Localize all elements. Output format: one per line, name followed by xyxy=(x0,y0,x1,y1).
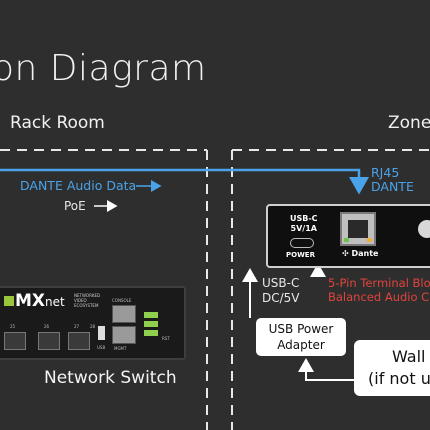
wall-power-arrow xyxy=(298,358,356,381)
console-label: CONSOLE xyxy=(112,298,132,303)
terminal-line1: 5-Pin Terminal Blo xyxy=(328,276,430,290)
usbc-side-label: USB-C DC/5V xyxy=(262,276,300,306)
wall-line1: Wall xyxy=(392,347,426,366)
port-number: 25 xyxy=(10,324,16,329)
console-port-icon xyxy=(112,305,136,323)
section-zone: Zone xyxy=(388,113,430,133)
network-switch: MXnet NETWORKED VIDEO ECOSYSTEM 25 26 27… xyxy=(0,286,186,360)
mgmt-port-icon xyxy=(112,326,136,344)
usb-power-line2: Adapter xyxy=(277,338,325,352)
terminal-label: 5-Pin Terminal Blo Balanced Audio C xyxy=(328,276,430,304)
dc-side-text: DC/5V xyxy=(262,291,300,305)
dante-connection-line xyxy=(0,168,369,195)
usbc-side-text: USB-C xyxy=(262,276,300,290)
tagline-1: NETWORKED xyxy=(74,293,101,298)
brand-main: MX xyxy=(15,291,46,311)
sfp-port-icon xyxy=(38,332,60,350)
rj45-text: RJ45 xyxy=(371,165,400,180)
usbc-spec-text: 5V/1A xyxy=(290,224,317,233)
brand-logo-icon xyxy=(4,296,14,306)
brand-tagline: NETWORKED VIDEO ECOSYSTEM xyxy=(74,293,100,308)
poe-label: PoE xyxy=(64,199,86,213)
port-number: 27 xyxy=(74,324,80,329)
wall-outlet-box: Wall (if not u xyxy=(354,340,430,396)
rj45-port-icon xyxy=(340,212,376,246)
mgmt-label: MGMT xyxy=(114,346,127,351)
power-label: POWER xyxy=(286,251,315,259)
usb-power-line1: USB Power xyxy=(268,322,334,336)
brand-name: MXnet xyxy=(15,291,65,311)
dante-device: USB-C 5V/1A POWER ✣ Dante xyxy=(266,204,430,268)
usbc-port-label: USB-C 5V/1A xyxy=(290,214,318,234)
port-number: 28 xyxy=(90,324,96,329)
rj45-dante-label: RJ45 DANTE xyxy=(371,166,414,194)
wall-line2: (if not u xyxy=(368,369,430,388)
status-led xyxy=(144,321,158,327)
page-title: on Diagram xyxy=(0,48,207,89)
brand-suffix: net xyxy=(45,295,65,309)
tagline-2: VIDEO xyxy=(74,298,87,303)
terminal-block-icon xyxy=(418,220,430,238)
usb-power-adapter-box: USB Power Adapter xyxy=(256,318,346,356)
dante-logo: ✣ Dante xyxy=(342,249,379,258)
dante-logo-text: Dante xyxy=(351,249,379,258)
sfp-port-icon xyxy=(68,332,90,350)
usbc-port-icon xyxy=(290,238,314,248)
usb-label: USB xyxy=(97,345,106,350)
sfp-port-icon xyxy=(4,332,26,350)
dante-audio-label: DANTE Audio Data xyxy=(20,178,137,193)
port-number: 26 xyxy=(44,324,50,329)
usbc-port-text: USB-C xyxy=(290,214,318,223)
status-led xyxy=(144,330,158,336)
rst-label: RST xyxy=(162,336,170,341)
tagline-3: ECOSYSTEM xyxy=(74,303,99,308)
status-led xyxy=(144,312,158,318)
usb-port-icon xyxy=(98,326,105,340)
terminal-line2: Balanced Audio C xyxy=(328,290,430,304)
network-switch-label: Network Switch xyxy=(44,368,177,388)
dante-text: DANTE xyxy=(371,179,414,194)
section-rack-room: Rack Room xyxy=(10,113,105,133)
